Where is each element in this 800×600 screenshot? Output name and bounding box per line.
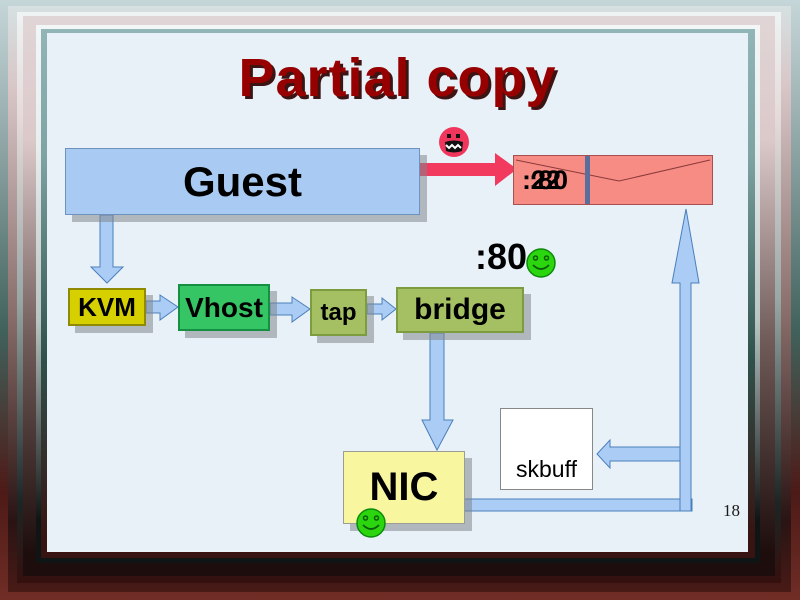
node-skbuff-label: skbuff xyxy=(516,456,577,482)
node-bridge: bridge xyxy=(396,287,524,333)
envelope-flap-lines xyxy=(515,159,711,182)
packet-port-labels: :22 :80 xyxy=(522,165,592,197)
node-kvm: KVM xyxy=(68,288,146,326)
arrow-tap-to-bridge xyxy=(366,296,397,322)
arrow-guest-to-kvm xyxy=(89,214,125,284)
node-guest-label: Guest xyxy=(182,157,303,205)
smiley-icon xyxy=(356,508,386,538)
node-tap: tap xyxy=(310,289,367,336)
packet-port-80: :80 xyxy=(529,165,569,195)
slide-title: Partial copy xyxy=(238,48,557,108)
arrow-vhost-to-tap xyxy=(269,296,311,323)
node-bridge-label: bridge xyxy=(414,293,506,326)
node-packet: :22 :80 xyxy=(513,155,713,205)
bar-nic-to-riser xyxy=(456,498,693,512)
node-vhost: Vhost xyxy=(178,284,270,331)
packet-port-22: :22 xyxy=(522,165,562,195)
node-skbuff: skbuff xyxy=(500,408,593,490)
arrow-kvm-to-vhost xyxy=(145,294,179,321)
port-80-label: :80 xyxy=(475,236,528,277)
node-vhost-label: Vhost xyxy=(185,291,263,323)
arrow-riser-to-skbuff xyxy=(596,438,681,470)
node-tap-label: tap xyxy=(320,298,357,326)
node-guest: Guest xyxy=(65,148,420,215)
slide-canvas: Partial copy Guest KVM xyxy=(47,33,748,552)
smiley-icon xyxy=(526,248,556,278)
arrow-riser-to-packet xyxy=(671,208,700,512)
node-kvm-label: KVM xyxy=(78,291,136,322)
page-number: 18 xyxy=(723,501,740,520)
node-nic-label: NIC xyxy=(369,465,439,509)
angry-face-icon xyxy=(439,127,469,157)
arrow-bridge-to-nic xyxy=(421,332,454,452)
packet-divider xyxy=(585,156,590,204)
